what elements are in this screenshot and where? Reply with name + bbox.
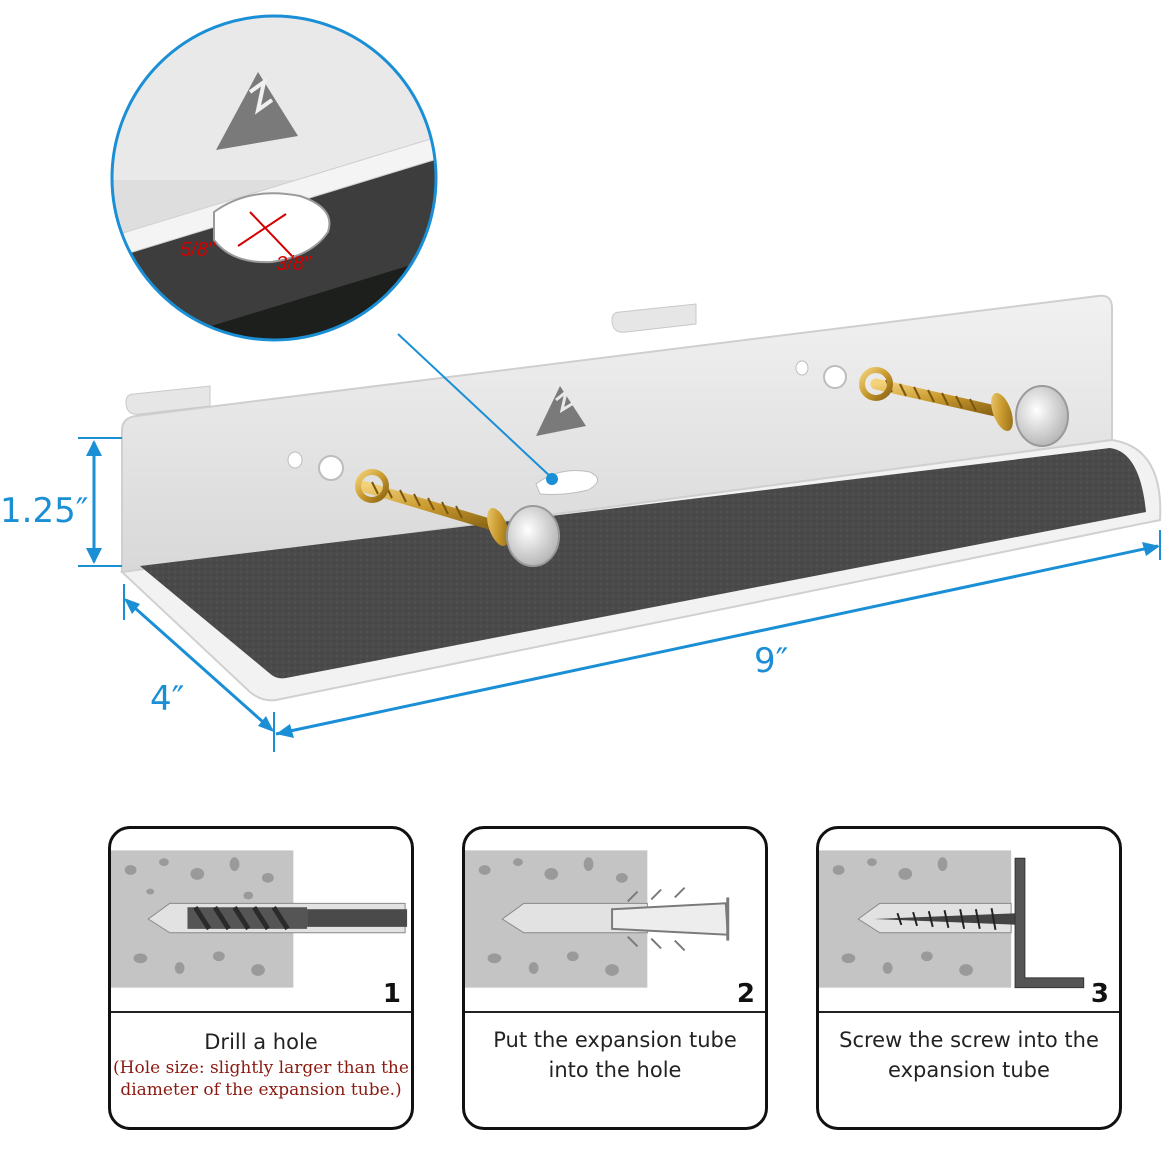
step-number: 3 <box>1090 979 1109 1009</box>
screw-icon <box>859 367 1013 432</box>
depth-label: 4″ <box>150 679 184 719</box>
screw-cap <box>1015 385 1069 447</box>
panel-hole <box>318 455 344 481</box>
step-title: Drill a hole <box>204 1030 318 1054</box>
drill-scene <box>111 850 408 988</box>
anchor-scene <box>465 850 730 988</box>
step-card-2: 2 Put the expansion tube into the hole <box>462 826 768 1130</box>
mountain-logo-icon <box>536 386 586 436</box>
panel-hole <box>823 365 847 389</box>
slot-height-label: 3/8″ <box>276 253 312 275</box>
screw-cap <box>506 505 560 567</box>
mountain-logo-icon <box>216 72 298 150</box>
panel-hole <box>795 360 809 376</box>
screw-icon <box>355 469 509 547</box>
slot-width-label: 5/8″ <box>180 239 216 261</box>
zoom-callout: 5/8″ 3/8″ <box>110 14 438 342</box>
mounting-tab <box>611 303 697 333</box>
shelf-illustration: 5/8″ 3/8″ 1.25″ 4″ 9″ <box>0 14 1162 752</box>
shelf-back-panel <box>121 294 1113 574</box>
width-dimension-line <box>275 530 1161 738</box>
step-number: 2 <box>736 979 755 1009</box>
mounting-tab <box>125 385 211 415</box>
step-note: (Hole size: slightly larger than the dia… <box>113 1058 409 1100</box>
depth-dimension-line <box>123 584 275 752</box>
wall-anchor-icon <box>611 886 730 952</box>
callout-leader-line <box>397 333 558 485</box>
height-label: 1.25″ <box>0 491 88 531</box>
width-label: 9″ <box>754 641 788 681</box>
drill-bit-icon <box>187 905 408 931</box>
screw-scene <box>819 850 1085 989</box>
screw-icon <box>873 908 1021 930</box>
panel-hole <box>287 451 303 469</box>
step-card-1: 1 Drill a hole (Hole size: slightly larg… <box>108 826 414 1130</box>
step-card-3: 3 Screw the screw into the expansion tub… <box>816 826 1122 1130</box>
felt-pad <box>140 448 1146 679</box>
height-dimension-line <box>78 437 122 567</box>
step-number: 1 <box>382 979 401 1009</box>
step-title: Put the expansion tube into the hole <box>493 1028 737 1082</box>
step-title: Screw the screw into the expansion tube <box>839 1028 1099 1082</box>
